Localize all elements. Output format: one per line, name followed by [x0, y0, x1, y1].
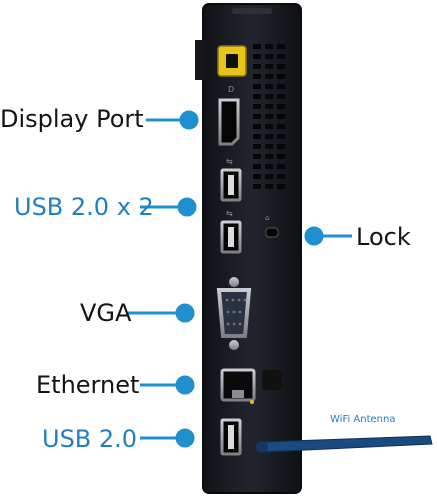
vga-pin [231, 298, 235, 302]
vga-screw-top [229, 277, 239, 287]
label-wifi-antenna: WiFi Antenna [330, 414, 396, 425]
ethernet-led [250, 400, 254, 404]
leader-vga-dot [175, 303, 195, 323]
leader-display-port-dot [179, 110, 199, 130]
label-usb: USB 2.0 [42, 425, 138, 453]
vga-pin [232, 310, 236, 314]
ethernet-port-clip [232, 390, 244, 398]
vga-pins [225, 298, 247, 326]
label-lock: Lock [356, 223, 411, 251]
ethernet-side-cover [262, 370, 282, 390]
vga-pin [226, 322, 230, 326]
display-port-symbol: D [228, 85, 234, 94]
chassis [202, 3, 302, 494]
display-port-connector [218, 98, 240, 146]
power-connector-slot [226, 54, 238, 68]
leader-usb-dot [175, 428, 195, 448]
leader-usb-x2-dot [177, 197, 197, 217]
ethernet-port [220, 368, 256, 402]
vga-pin [243, 298, 247, 302]
vent-grid-holes [253, 44, 285, 189]
label-ethernet: Ethernet [36, 371, 140, 399]
usb-symbol-1: ⇆ [226, 157, 233, 166]
label-usb-x2: USB 2.0 x 2 [14, 193, 154, 221]
lock-symbol: ⌂ [265, 214, 269, 222]
vga-pin [237, 298, 241, 302]
vga-pin [238, 322, 242, 326]
usb-port-1-tongue [228, 175, 234, 195]
usb-port-3-tongue [228, 425, 234, 449]
chassis-left-lip [195, 40, 205, 80]
vga-pin [226, 310, 230, 314]
leader-lock-dot [304, 226, 324, 246]
label-vga: VGA [80, 299, 132, 327]
vga-pin [232, 322, 236, 326]
vga-screw-bottom [229, 340, 239, 350]
top-vent [232, 8, 272, 14]
vga-pin [225, 298, 229, 302]
leaders [128, 110, 352, 448]
label-display-port: Display Port [0, 105, 144, 133]
leader-ethernet-dot [175, 375, 195, 395]
usb-port-2-tongue [228, 227, 234, 247]
lock-slot [265, 227, 279, 238]
usb-symbol-2: ⇆ [226, 209, 233, 218]
vent-grid [253, 44, 285, 189]
vga-pin [238, 310, 242, 314]
wifi-antenna-base [256, 441, 268, 453]
